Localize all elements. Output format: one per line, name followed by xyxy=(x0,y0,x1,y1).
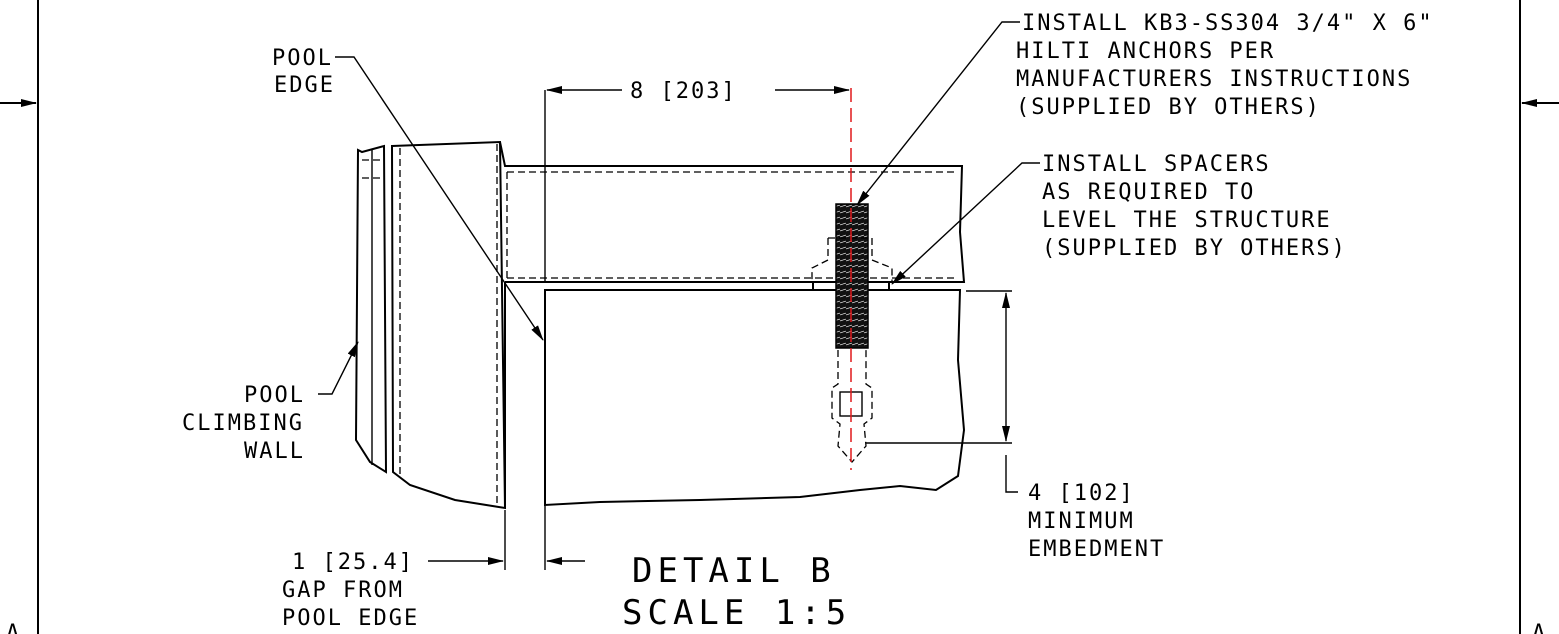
hilti-anchor xyxy=(811,88,893,470)
spacer-note-line-1: INSTALL SPACERS xyxy=(1042,152,1271,177)
embedment-note-line-1: MINIMUM xyxy=(1028,509,1135,534)
dim-embedment-text: 4 [102] xyxy=(1028,481,1135,506)
gap-note-line-1: GAP FROM xyxy=(282,578,404,603)
spacer-note-line-4: (SUPPLIED BY OTHERS) xyxy=(1042,236,1347,261)
spacer-note-line-3: LEVEL THE STRUCTURE xyxy=(1042,208,1332,233)
climbing-wall-label-2: CLIMBING xyxy=(182,411,304,436)
spacer-note-line-2: AS REQUIRED TO xyxy=(1042,180,1255,205)
embedment-note-line-2: EMBEDMENT xyxy=(1028,537,1165,562)
pool-climbing-wall-shape xyxy=(354,140,507,510)
dim-anchor-offset-text: 8 [203] xyxy=(630,79,737,104)
sheet-marker-left: A xyxy=(6,621,21,634)
leaders xyxy=(318,21,1040,395)
anchor-note-line-4: (SUPPLIED BY OTHERS) xyxy=(1016,95,1321,120)
sheet-marker-right: A xyxy=(1532,621,1547,634)
dim-gap xyxy=(428,510,585,570)
detail-title: DETAIL B xyxy=(632,551,836,591)
dim-embedment xyxy=(866,290,1018,493)
anchor-note-line-2: HILTI ANCHORS PER xyxy=(1016,39,1275,64)
detail-scale: SCALE 1:5 xyxy=(622,593,851,633)
anchor-note-line-3: MANUFACTURERS INSTRUCTIONS xyxy=(1016,67,1412,92)
dim-gap-text: 1 [25.4] xyxy=(292,550,414,575)
pool-edge-label-2: EDGE xyxy=(274,73,335,98)
pool-edge-label-1: POOL xyxy=(272,46,333,71)
anchor-note-line-1: INSTALL KB3-SS304 3/4" X 6" xyxy=(1022,11,1434,36)
structure-beam xyxy=(499,141,966,508)
gap-note-line-2: POOL EDGE xyxy=(282,606,419,631)
concrete-deck xyxy=(544,90,966,570)
climbing-wall-label-1: POOL xyxy=(244,383,305,408)
climbing-wall-label-3: WALL xyxy=(244,439,305,464)
